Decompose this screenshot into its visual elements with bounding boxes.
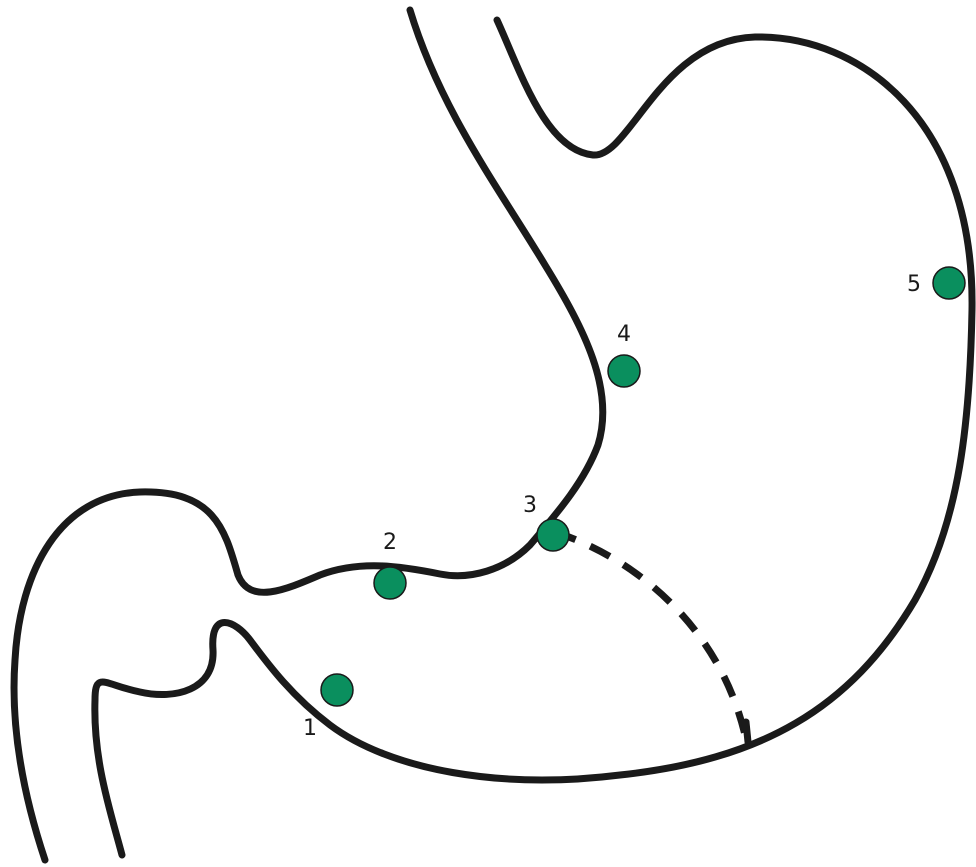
marker-5: 5 xyxy=(907,267,965,299)
marker-dot-2 xyxy=(374,567,406,599)
marker-label-1: 1 xyxy=(303,716,317,741)
marker-label-3: 3 xyxy=(523,493,537,518)
greater-curvature-outline xyxy=(95,20,972,855)
marker-label-2: 2 xyxy=(383,530,397,555)
marker-dot-4 xyxy=(608,355,640,387)
angular-division-line xyxy=(555,532,745,735)
division-end-tick xyxy=(746,722,748,742)
marker-4: 4 xyxy=(608,322,640,387)
marker-label-5: 5 xyxy=(907,272,921,297)
marker-dot-1 xyxy=(321,674,353,706)
marker-label-4: 4 xyxy=(617,322,631,347)
marker-dot-3 xyxy=(537,519,569,551)
marker-dot-5 xyxy=(933,267,965,299)
